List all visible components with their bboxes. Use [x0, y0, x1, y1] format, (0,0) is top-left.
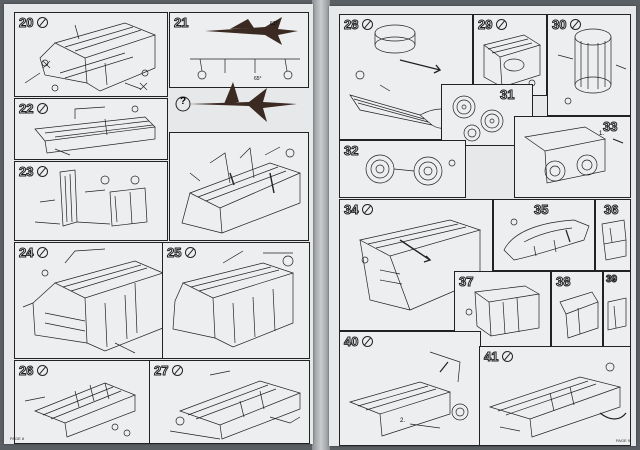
glue-icon [362, 336, 373, 347]
step-number: 29 [477, 17, 493, 33]
step-panel-35: 35 [493, 199, 595, 271]
glue-icon [37, 103, 48, 114]
step-drawing [474, 15, 546, 95]
step-panel-26: 26 [14, 360, 151, 444]
step-number: 36 [603, 202, 619, 218]
step-number: 30 [551, 17, 567, 33]
glue-icon [185, 247, 196, 258]
step-number: 27 [153, 363, 169, 379]
step-number: 34 [343, 202, 359, 218]
step-panel-29: 29 [473, 14, 547, 96]
right-page: 28 29 30 [329, 6, 636, 446]
glue-icon [37, 247, 48, 258]
step-panel-33: 33 1. [514, 116, 631, 198]
sub-step-label: 2. [400, 418, 406, 424]
step-number: 23 [18, 164, 34, 180]
step-drawing [552, 272, 602, 347]
step-drawing [548, 15, 630, 115]
glue-icon [496, 19, 507, 30]
right-page-footer: PAGE 9 [615, 438, 630, 443]
step-drawing [150, 361, 309, 443]
step-number: 21 [173, 15, 189, 31]
step-number: 22 [18, 101, 34, 117]
step-panel-39: 39 [603, 271, 631, 348]
step-panel-25: 25 [162, 242, 310, 359]
step-panel-20: 20 [14, 12, 168, 97]
step-number: 26 [18, 363, 34, 379]
glue-icon [37, 166, 48, 177]
step-drawing [15, 13, 167, 96]
glue-icon [362, 19, 373, 30]
page-gutter [312, 0, 330, 450]
step-number: 41 [483, 349, 499, 365]
step-panel-23: 23 [14, 161, 168, 241]
step-panel-21: 21 61° [169, 12, 309, 88]
step-drawing [442, 85, 532, 145]
step-panel-24: 24 [14, 242, 168, 359]
step-21-variant: ? 65° [169, 74, 307, 129]
step-panel-36: 36 [595, 199, 631, 271]
step-drawing [340, 141, 465, 197]
glue-icon [37, 17, 48, 28]
aircraft-silhouette [169, 82, 297, 122]
sweep-angle-label: 65° [254, 76, 262, 82]
step-drawing [15, 243, 167, 358]
step-drawing [170, 17, 308, 87]
step-panel-30: 30 [547, 14, 631, 116]
step-drawing [163, 243, 309, 358]
step-number: 28 [343, 17, 359, 33]
glue-icon [172, 365, 183, 376]
step-drawing [170, 133, 308, 240]
step-drawing [596, 200, 630, 270]
step-panel-40: 40 2. [339, 331, 481, 446]
step-drawing [15, 162, 167, 240]
step-drawing [494, 200, 594, 270]
step-drawing [340, 200, 492, 330]
glue-icon [37, 365, 48, 376]
glue-icon [502, 351, 513, 362]
step-number: 32 [343, 143, 359, 159]
step-number: 39 [605, 274, 618, 286]
step-panel-41: 41 [479, 346, 631, 446]
step-number: 20 [18, 15, 34, 31]
step-drawing [340, 332, 480, 445]
step-drawing [480, 347, 630, 445]
step-drawing [15, 361, 150, 443]
sub-step-label: 1. [599, 131, 605, 137]
step-drawing [515, 117, 630, 197]
step-panel-34: 34 [339, 199, 493, 331]
sweep-angle-label: 61° [270, 21, 278, 27]
glue-icon [570, 19, 581, 30]
step-number: 31 [499, 87, 515, 103]
left-page: 20 21 61° [4, 4, 313, 444]
step-drawing [15, 99, 167, 159]
question-mark: ? [180, 96, 187, 107]
step-panel-21-detail [169, 132, 309, 241]
step-panel-38: 38 [551, 271, 603, 348]
step-number: 33 [602, 119, 618, 135]
step-number: 37 [458, 274, 474, 290]
left-page-footer: PAGE 8 [10, 436, 25, 441]
step-panel-22: 22 [14, 98, 168, 160]
step-panel-27: 27 [149, 360, 310, 444]
step-number: 24 [18, 245, 34, 261]
step-number: 40 [343, 334, 359, 350]
step-panel-32: 32 [339, 140, 466, 198]
step-drawing [455, 272, 550, 347]
step-number: 25 [166, 245, 182, 261]
step-drawing [604, 272, 630, 347]
step-number: 38 [555, 274, 571, 290]
step-number: 35 [533, 202, 549, 218]
glue-icon [362, 204, 373, 215]
